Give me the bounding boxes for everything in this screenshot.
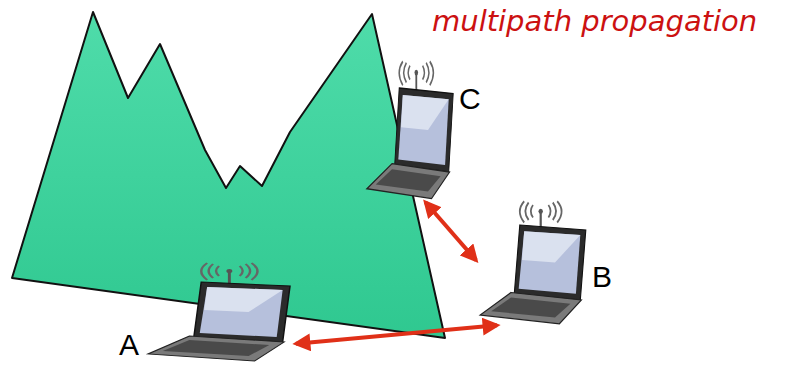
- host-label: B: [592, 262, 612, 292]
- diagram-title: multipath propagation: [432, 4, 757, 39]
- wireless-link-arrow: [296, 325, 497, 343]
- laptop-node: C: [365, 60, 455, 200]
- laptop-icon: [365, 60, 455, 200]
- laptop-node: A: [145, 262, 293, 362]
- host-label: C: [459, 84, 481, 114]
- wireless-link-arrow: [425, 202, 476, 260]
- laptop-icon: [478, 200, 588, 325]
- laptop-node: B: [478, 200, 588, 325]
- laptop-icon: [145, 262, 293, 362]
- host-label: A: [119, 330, 139, 360]
